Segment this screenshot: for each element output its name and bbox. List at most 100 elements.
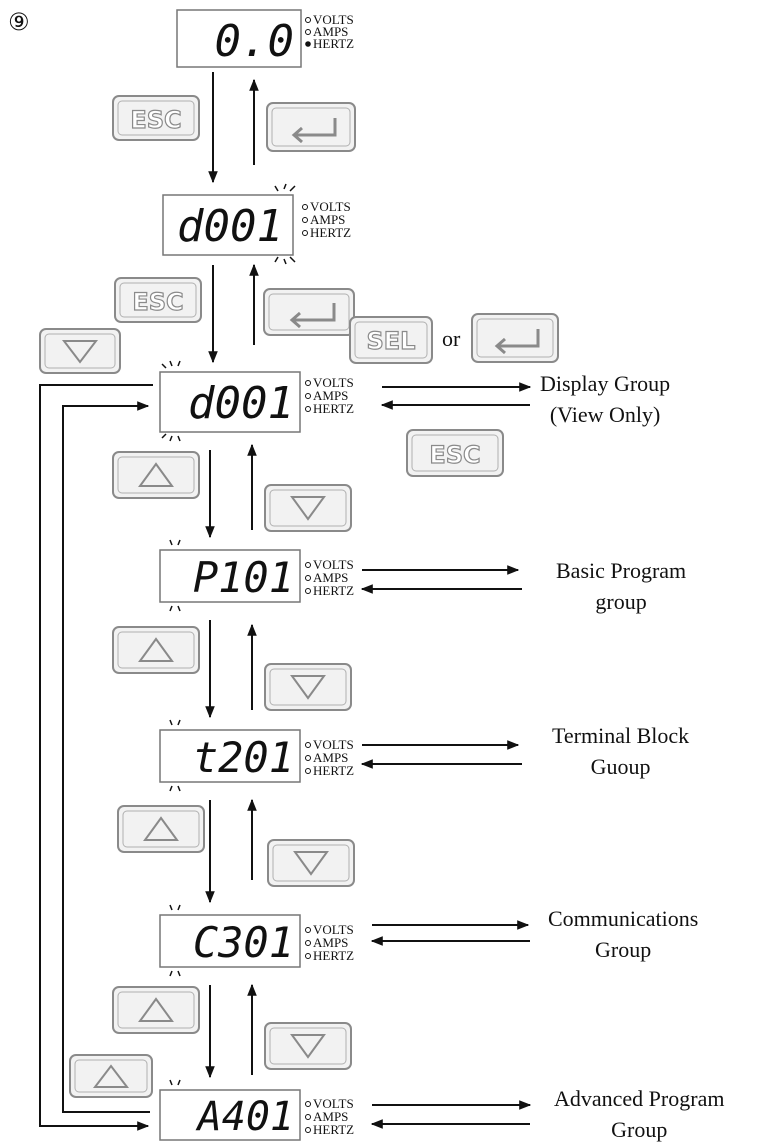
group-label-line2: Group	[611, 1117, 668, 1142]
esc-key-label: ESC	[130, 106, 181, 134]
blink-marks-icon	[274, 183, 296, 265]
down-triangle-icon	[61, 340, 99, 364]
display-panel-display-group: d001	[159, 360, 301, 442]
hertz-label: HERTZ	[310, 225, 351, 240]
led-off-icon	[305, 768, 311, 774]
down-key-3[interactable]	[267, 839, 355, 887]
enter-key-2[interactable]	[263, 288, 355, 336]
amps-label: AMPS	[313, 388, 348, 403]
sel-key[interactable]: SEL	[349, 316, 433, 364]
amps-label: AMPS	[313, 1109, 348, 1124]
group-arrows	[360, 382, 532, 1129]
group-label-line1: Communications	[548, 906, 699, 931]
up-key-left[interactable]	[69, 1054, 153, 1098]
indicator-column-1: VOLTS AMPS HERTZ	[305, 12, 354, 51]
loop-down-to-advanced-icon	[39, 384, 153, 1131]
down-triangle-icon	[290, 1034, 326, 1059]
display-readout: d001	[188, 378, 294, 429]
enter-arrow-icon	[494, 329, 540, 355]
led-off-icon	[302, 230, 308, 236]
volts-label: VOLTS	[313, 12, 354, 27]
enter-key-3[interactable]	[471, 313, 559, 363]
amps-label: AMPS	[313, 570, 348, 585]
esc-key-3[interactable]: ESC	[406, 429, 504, 477]
display-readout: t201	[193, 733, 294, 782]
up-key-2[interactable]	[112, 626, 200, 674]
led-off-icon	[305, 393, 311, 399]
hertz-label: HERTZ	[313, 583, 354, 598]
led-off-icon	[302, 204, 308, 210]
group-label-line1: Display Group	[540, 371, 671, 396]
led-off-icon	[305, 380, 311, 386]
led-off-icon	[305, 575, 311, 581]
hertz-label: HERTZ	[313, 401, 354, 416]
volts-label: VOLTS	[313, 737, 354, 752]
display-panel-terminal-block: t201	[159, 719, 301, 792]
volts-label: VOLTS	[313, 557, 354, 572]
display-readout: 0.0	[215, 16, 294, 67]
up-key-3[interactable]	[117, 805, 205, 853]
led-off-icon	[305, 29, 311, 35]
led-off-icon	[305, 742, 311, 748]
display-panel-advanced-program: A401	[159, 1079, 301, 1141]
esc-key-1[interactable]: ESC	[112, 95, 200, 141]
down-key-4[interactable]	[264, 1022, 352, 1070]
volts-label: VOLTS	[310, 199, 351, 214]
indicator-column-7: VOLTS AMPS HERTZ	[305, 1096, 354, 1137]
enter-arrow-icon	[289, 303, 336, 329]
blink-marks-icon	[169, 1079, 181, 1086]
down-triangle-icon	[293, 851, 329, 876]
amps-label: AMPS	[313, 935, 348, 950]
indicator-column-5: VOLTS AMPS HERTZ	[305, 737, 354, 778]
esc-key-label: ESC	[429, 441, 480, 469]
display-readout: d001	[177, 201, 283, 252]
down-triangle-icon	[290, 496, 326, 521]
group-label-terminal: Terminal Block Guoup	[552, 720, 689, 782]
display-readout: C301	[193, 918, 294, 967]
indicator-column-3: VOLTS AMPS HERTZ	[305, 375, 354, 416]
led-off-icon	[305, 406, 311, 412]
up-key-1[interactable]	[112, 451, 200, 499]
led-off-icon	[305, 1114, 311, 1120]
group-label-communications: Communications Group	[548, 903, 698, 965]
group-label-line1: Terminal Block	[552, 723, 690, 748]
group-label-line2: Guoup	[590, 754, 651, 779]
led-off-icon	[305, 1127, 311, 1133]
esc-key-2[interactable]: ESC	[114, 277, 202, 323]
hertz-label: HERTZ	[313, 36, 354, 51]
led-on-icon	[305, 41, 311, 47]
amps-label: AMPS	[310, 212, 345, 227]
enter-key-1[interactable]	[266, 102, 356, 152]
up-triangle-icon	[138, 637, 174, 662]
amps-label: AMPS	[313, 750, 348, 765]
volts-label: VOLTS	[313, 1096, 354, 1111]
step-number-marker: ⑨	[8, 8, 30, 36]
blink-marks-icon	[169, 904, 181, 977]
up-key-4[interactable]	[112, 986, 200, 1034]
down-key-left[interactable]	[39, 328, 121, 374]
loop-up-to-display-icon	[62, 401, 150, 1113]
blink-marks-icon	[169, 539, 181, 612]
indicator-column-6: VOLTS AMPS HERTZ	[305, 922, 354, 963]
group-label-basic: Basic Program group	[556, 555, 686, 617]
hertz-label: HERTZ	[313, 948, 354, 963]
up-triangle-icon	[143, 816, 179, 841]
group-label-line1: Advanced Program	[554, 1086, 725, 1111]
hertz-label: HERTZ	[313, 763, 354, 778]
led-off-icon	[305, 588, 311, 594]
display-panel-communications: C301	[159, 904, 301, 977]
led-off-icon	[305, 940, 311, 946]
up-triangle-icon	[138, 462, 174, 487]
down-key-2[interactable]	[264, 663, 352, 711]
volts-label: VOLTS	[313, 375, 354, 390]
group-label-line1: Basic Program	[556, 558, 687, 583]
enter-arrow-icon	[291, 118, 337, 144]
blink-marks-icon	[161, 360, 181, 442]
volts-label: VOLTS	[313, 922, 354, 937]
led-off-icon	[305, 562, 311, 568]
hertz-label: HERTZ	[313, 1122, 354, 1137]
group-label-line2: (View Only)	[549, 402, 661, 427]
group-label-advanced: Advanced Program Group	[554, 1083, 724, 1145]
down-key-1[interactable]	[264, 484, 352, 532]
